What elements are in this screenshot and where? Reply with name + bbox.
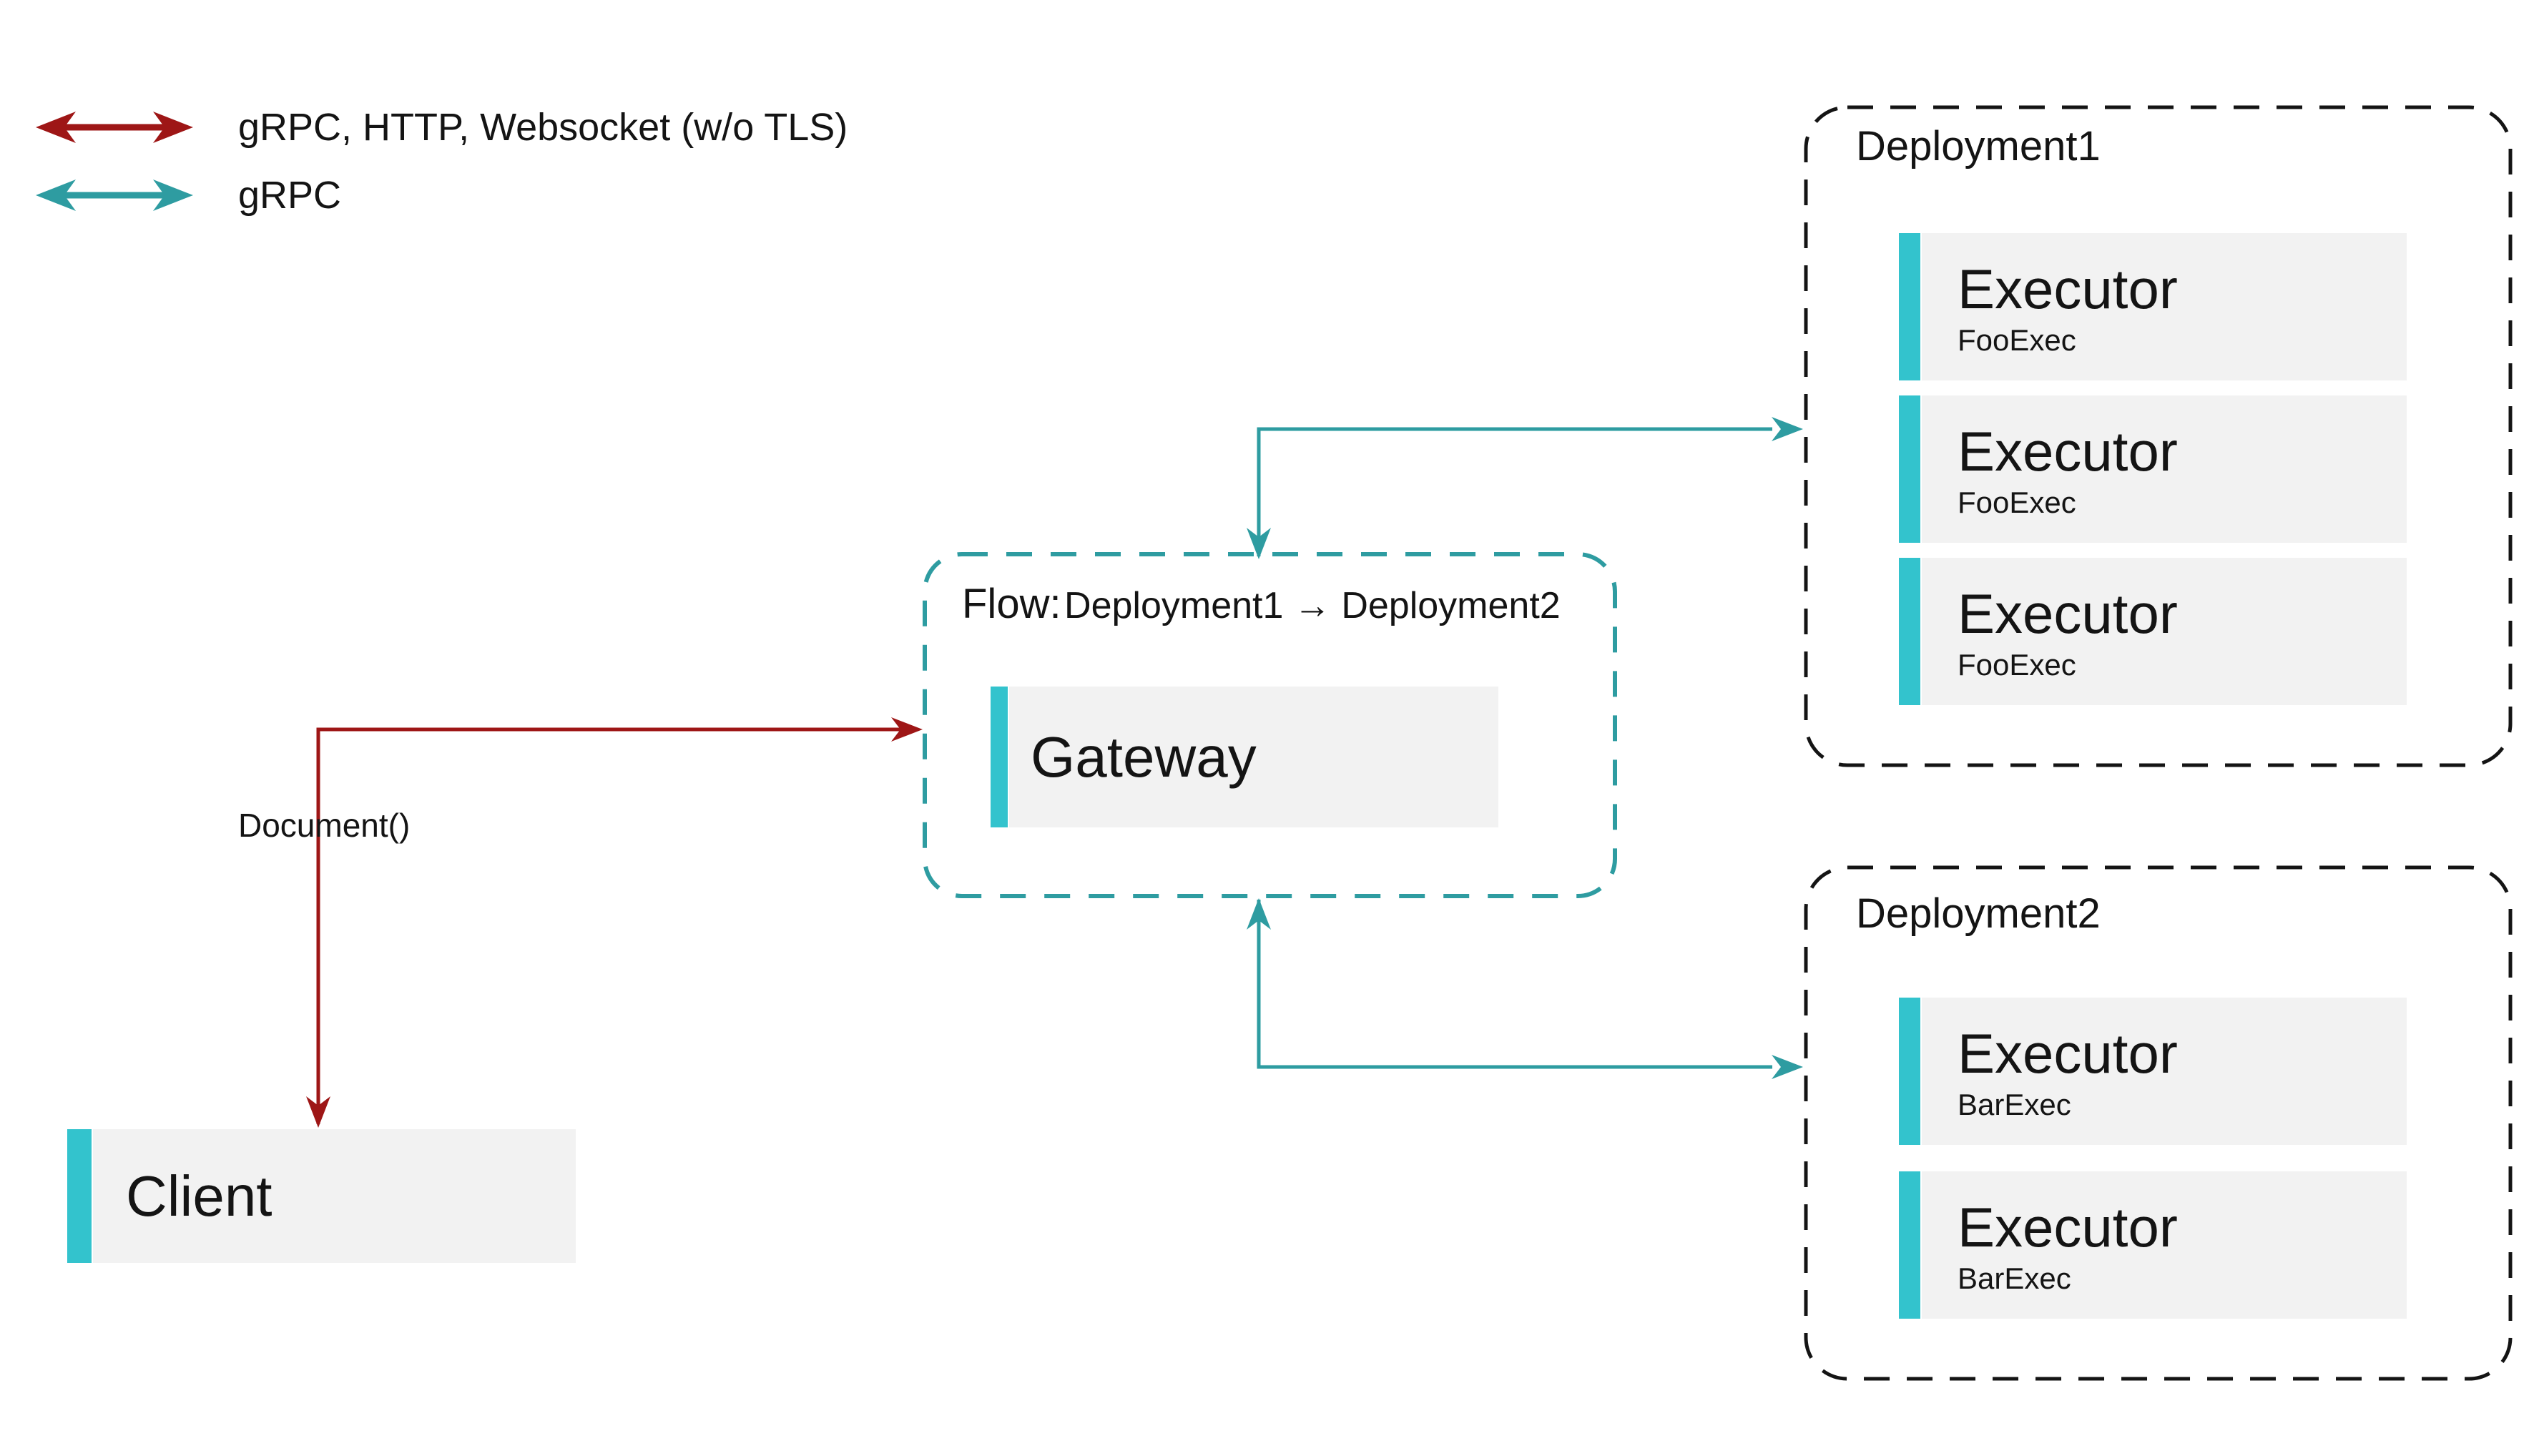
arrowhead-into-client xyxy=(306,1096,330,1128)
flow-container: Flow: Deployment1 → Deployment2 Gateway xyxy=(925,554,1615,896)
arrowhead-into-deployment2 xyxy=(1772,1055,1803,1079)
executor-accent-bar xyxy=(1899,998,1920,1145)
executor-accent-bar xyxy=(1899,558,1920,705)
deployment2-border xyxy=(1804,865,2513,1381)
executor-body: Executor BarExec xyxy=(1922,1171,2407,1319)
executor-subtitle: BarExec xyxy=(1958,1261,2071,1295)
client-title: Client xyxy=(126,1164,272,1228)
executor-title: Executor xyxy=(1958,1022,2178,1085)
executor-title: Executor xyxy=(1958,257,2178,320)
client-accent-bar xyxy=(67,1129,92,1263)
flow-label-route: Deployment1 → Deployment2 xyxy=(1064,585,1561,626)
flow-label-prefix: Flow: xyxy=(962,581,1061,627)
flow-border xyxy=(923,552,1617,898)
executor-title: Executor xyxy=(1958,1196,2178,1259)
edge-label-document: Document() xyxy=(238,807,411,844)
executor-accent-bar xyxy=(1899,395,1920,543)
client-node: Client xyxy=(67,1129,576,1263)
executor-body: Executor FooExec xyxy=(1922,395,2407,543)
executor-title: Executor xyxy=(1958,420,2178,483)
executor-node: Executor FooExec xyxy=(1899,233,2407,380)
executor-node: Executor FooExec xyxy=(1899,395,2407,543)
gateway-body: Gateway xyxy=(1009,687,1498,827)
edge-gateway-deployment1 xyxy=(1257,427,1772,556)
edge-client-gateway xyxy=(316,727,918,1124)
executor-subtitle: BarExec xyxy=(1958,1088,2071,1121)
executor-node: Executor BarExec xyxy=(1899,998,2407,1145)
executor-accent-bar xyxy=(1899,1171,1920,1319)
executor-body: Executor FooExec xyxy=(1922,233,2407,380)
deployment2-title: Deployment2 xyxy=(1856,890,2101,937)
arrowhead-into-flow-bottom xyxy=(1247,898,1271,930)
legend-arrow-grpc xyxy=(36,179,193,211)
legend-label-grpc: gRPC xyxy=(238,174,342,217)
arrowhead-into-flow-top xyxy=(1247,528,1271,559)
executor-subtitle: FooExec xyxy=(1958,486,2076,519)
flow-label: Flow: Deployment1 → Deployment2 xyxy=(962,580,1561,628)
arrowhead-into-gateway xyxy=(891,717,923,742)
arrowhead-into-deployment1 xyxy=(1772,417,1803,441)
edge-gateway-deployment2 xyxy=(1257,900,1772,1069)
gateway-title: Gateway xyxy=(1031,724,1257,789)
gateway-node: Gateway xyxy=(991,687,1498,827)
legend-arrow-no-tls xyxy=(36,112,193,143)
deployment2-container: Deployment2 Executor BarExec Executor Ba… xyxy=(1806,867,2510,1379)
executor-node: Executor BarExec xyxy=(1899,1171,2407,1319)
gateway-accent-bar xyxy=(991,687,1008,827)
executor-subtitle: FooExec xyxy=(1958,323,2076,357)
client-body: Client xyxy=(93,1129,576,1263)
executor-node: Executor FooExec xyxy=(1899,558,2407,705)
executor-body: Executor BarExec xyxy=(1922,998,2407,1145)
executor-subtitle: FooExec xyxy=(1958,648,2076,682)
deployment1-border xyxy=(1804,105,2513,767)
executor-title: Executor xyxy=(1958,582,2178,645)
deployment1-container: Deployment1 Executor FooExec Executor Fo… xyxy=(1806,107,2510,765)
deployment1-title: Deployment1 xyxy=(1856,123,2101,169)
executor-body: Executor FooExec xyxy=(1922,558,2407,705)
executor-accent-bar xyxy=(1899,233,1920,380)
legend-label-no-tls: gRPC, HTTP, Websocket (w/o TLS) xyxy=(238,106,848,149)
